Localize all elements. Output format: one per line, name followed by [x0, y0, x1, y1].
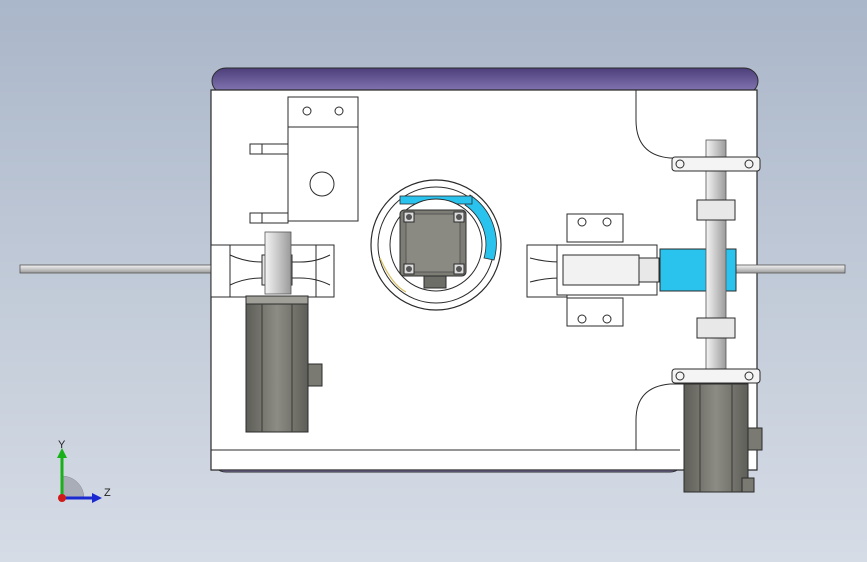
left-motor-shaft[interactable]	[264, 231, 292, 295]
left-stepper-motor[interactable]	[245, 295, 309, 433]
vertical-guide-rod[interactable]	[705, 139, 727, 403]
rotary-accent	[464, 194, 497, 261]
x-axis-dot	[58, 494, 66, 502]
triad-quarter-disc	[61, 475, 85, 499]
coordinate-triad: Y Z	[57, 439, 111, 503]
right-stepper-motor[interactable]	[683, 383, 749, 493]
bearing-bore	[309, 171, 335, 197]
top-corner-cutout	[635, 90, 700, 159]
bottom-corner-cutout	[635, 383, 700, 450]
y-axis-label: Y	[58, 439, 66, 451]
z-axis-label: Z	[104, 487, 111, 499]
upper-bearing-block[interactable]	[287, 96, 359, 222]
